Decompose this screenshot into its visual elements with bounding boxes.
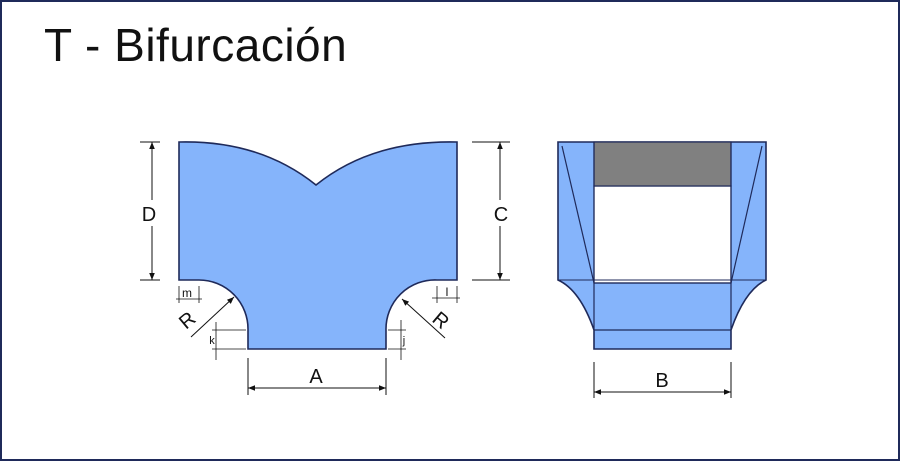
dimension-r-left: R [175, 296, 235, 338]
dimension-m: m [176, 286, 202, 303]
side-view: B [557, 141, 767, 398]
label-b: B [655, 370, 668, 392]
page-title: T - Bifurcación [44, 19, 348, 71]
front-view: D C A m R [140, 141, 510, 395]
label-a: A [309, 366, 323, 388]
dimension-c: C [472, 141, 510, 281]
label-l: l [446, 285, 449, 299]
dimension-k: k [209, 322, 246, 360]
label-k: k [209, 335, 215, 347]
side-right-diagonal [730, 145, 763, 284]
label-r-right: R [428, 308, 453, 334]
side-inner-opening [593, 185, 732, 284]
dimension-j: j [388, 320, 406, 360]
dimension-a: A [247, 358, 387, 395]
tee-front-body [178, 141, 458, 350]
label-d: D [142, 204, 156, 226]
side-dark-band [593, 141, 732, 187]
side-left-diagonal [561, 145, 595, 284]
dimension-b: B [593, 362, 732, 398]
label-m: m [182, 286, 192, 300]
label-r-left: R [175, 308, 200, 334]
dimension-d: D [140, 141, 160, 281]
dimension-l: l [432, 285, 460, 303]
dimension-r-right: R [401, 298, 453, 339]
label-j: j [402, 335, 405, 347]
label-c: C [494, 204, 508, 226]
